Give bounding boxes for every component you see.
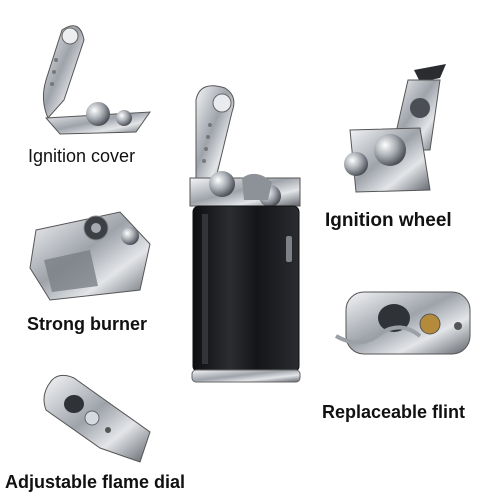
ignition-cover-label: Ignition cover (28, 146, 136, 166)
replaceable-flint-image (334, 291, 471, 355)
replaceable-flint-label: Replaceable flint (322, 402, 466, 422)
strong-burner-image (29, 211, 151, 301)
ignition-wheel-label: Ignition wheel (325, 210, 452, 231)
adjustable-flame-dial-label: Adjustable flame dial (5, 472, 186, 492)
ignition-cover-image (42, 25, 152, 135)
strong-burner-label: Strong burner (27, 314, 147, 334)
flame-dial-image (43, 374, 151, 463)
ignition-wheel-image (344, 64, 446, 193)
lighter-main-image (189, 85, 301, 383)
